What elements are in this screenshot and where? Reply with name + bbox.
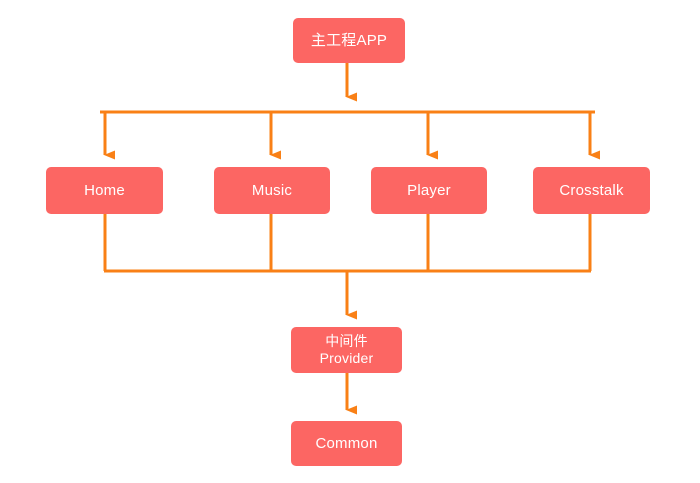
node-root-label: 主工程APP	[310, 31, 388, 49]
node-crosstalk[interactable]: Crosstalk	[533, 167, 650, 214]
node-home-label: Home	[84, 181, 125, 199]
node-provider[interactable]: 中间件 Provider	[291, 327, 402, 373]
node-root[interactable]: 主工程APP	[293, 18, 405, 63]
node-home[interactable]: Home	[46, 167, 163, 214]
node-music-label: Music	[251, 181, 293, 199]
node-player-label: Player	[407, 181, 451, 199]
node-player[interactable]: Player	[371, 167, 487, 214]
node-common[interactable]: Common	[291, 421, 402, 466]
node-common-label: Common	[315, 434, 378, 452]
node-crosstalk-label: Crosstalk	[559, 181, 624, 199]
node-music[interactable]: Music	[214, 167, 330, 214]
node-provider-label: 中间件 Provider	[319, 333, 374, 366]
